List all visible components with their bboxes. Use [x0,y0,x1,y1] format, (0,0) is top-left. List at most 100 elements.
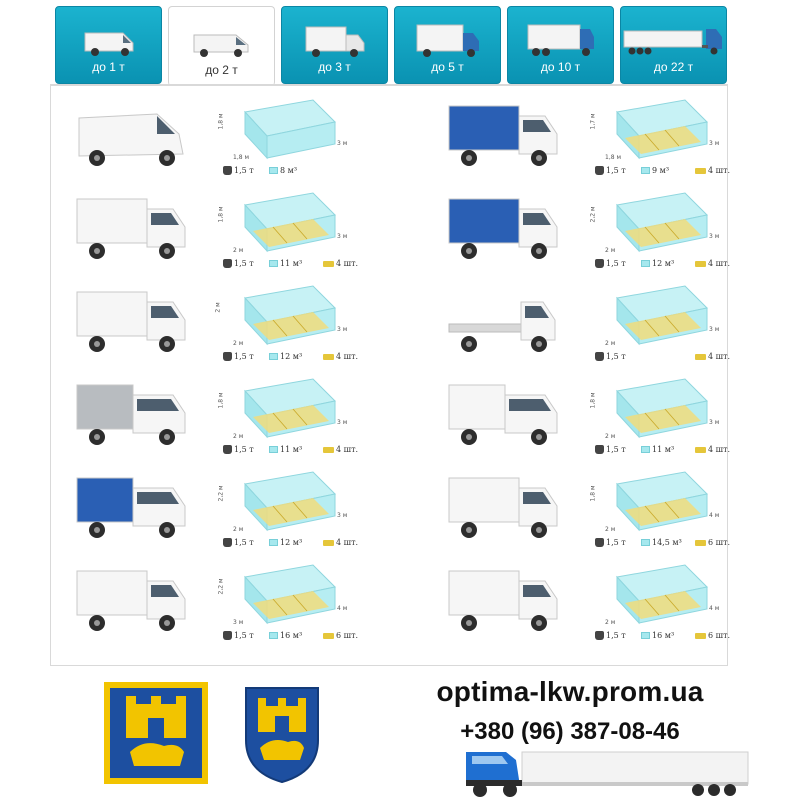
volume-icon [641,632,650,639]
cargo-volume-diagram [227,94,347,164]
semi-trailer-icon [621,23,726,63]
cargo-volume-diagram [227,373,347,443]
weight-icon [223,166,232,175]
pallet-icon [695,260,706,267]
tab-up-to-2t[interactable]: до 2 т [168,6,275,86]
volume-value-group: 11 м³ [269,259,302,268]
cargo-length-label: 3 м [337,419,348,426]
payload-value: 1,5 т [606,631,626,640]
pallets-value-group: 4 шт. [695,352,730,361]
cargo-width-label: 2 м [605,526,616,533]
volume-icon [641,260,650,267]
tab-up-to-5t[interactable]: до 5 т [394,6,501,84]
cargo-volume-diagram [227,466,347,536]
volume-value: 9 м³ [652,166,670,175]
pallet-icon [323,632,334,639]
pallets-value-group: 4 шт. [323,445,358,454]
cargo-volume-diagram [599,466,719,536]
cargo-width-label: 1,8 м [605,154,621,161]
cargo-volume-diagram [599,94,719,164]
payload-value-group: 1,5 т [223,445,254,454]
pallets-value-group: 6 шт. [695,538,730,547]
payload-value-group: 1,5 т [595,538,626,547]
volume-value: 12 м³ [652,259,675,268]
weight-icon [223,538,232,547]
volume-value: 16 м³ [280,631,303,640]
volume-icon [269,446,278,453]
truck-image [443,193,565,265]
cargo-length-label: 3 м [337,326,348,333]
phone-number[interactable]: +380 (96) 387-08-46 [460,718,680,745]
pallets-value-group: 4 шт. [323,352,358,361]
pallet-icon [695,353,706,360]
payload-value: 1,5 т [234,352,254,361]
volume-icon [641,446,650,453]
cargo-length-label: 4 м [709,605,720,612]
cargo-width-label: 2 м [233,526,244,533]
volume-value-group: 12 м³ [269,352,302,361]
tab-up-to-10t[interactable]: до 10 т [507,6,614,84]
cargo-width-label: 2 м [233,433,244,440]
cargo-volume-diagram [599,559,719,629]
pallet-icon [695,632,706,639]
cargo-height-label: 1,8 м [217,206,225,223]
volume-value-group: 16 м³ [641,631,674,640]
cargo-volume-diagram [599,373,719,443]
pallets-value-group: 4 шт. [323,259,358,268]
cargo-height-label: 2 м [214,302,222,313]
minivan-icon [56,23,161,63]
volume-value-group: 12 м³ [641,259,674,268]
payload-value: 1,5 т [606,259,626,268]
pallets-value: 4 шт. [708,352,731,361]
cargo-height-label: 1,8 м [217,392,225,409]
cargo-width-label: 3 м [233,619,244,626]
volume-value: 8 м³ [280,166,298,175]
pallet-icon [323,353,334,360]
lviv-coat-of-arms-logo [242,684,322,784]
tab-up-to-1t[interactable]: до 1 т [55,6,162,84]
tab-up-to-3t[interactable]: до 3 т [281,6,388,84]
vehicle-card[interactable]: 2 м 2 м 3 м 1,5 т 12 м³ 4 шт. [67,278,377,371]
tab-up-to-22t[interactable]: до 22 т [620,6,727,84]
cargo-height-label: 2,2 м [217,485,225,502]
volume-icon [269,539,278,546]
pallet-icon [323,260,334,267]
cargo-volume-diagram [227,280,347,350]
pallets-value-group: 4 шт. [323,538,358,547]
cargo-width-label: 2 м [605,433,616,440]
volume-value-group: 9 м³ [641,166,669,175]
weight-icon [223,445,232,454]
cargo-height-label: 2,2 м [589,206,597,223]
website-url[interactable]: optima-lkw.prom.ua [436,676,704,707]
volume-value: 14,5 м³ [652,538,682,547]
pallet-icon [695,167,706,174]
pallets-value: 6 шт. [336,631,359,640]
cargo-length-label: 3 м [709,233,720,240]
pallet-icon [695,446,706,453]
truck-large-icon [508,23,613,63]
cargo-width-label: 1,8 м [233,154,249,161]
box-truck-icon [395,23,500,63]
weight-icon [223,631,232,640]
weight-icon [595,631,604,640]
cargo-width-label: 2 м [233,340,244,347]
tab-label: до 3 т [318,60,351,74]
payload-value-group: 1,5 т [595,445,626,454]
volume-icon [641,539,650,546]
volume-value: 16 м³ [652,631,675,640]
truck-image [443,379,565,451]
cargo-length-label: 4 м [337,605,348,612]
